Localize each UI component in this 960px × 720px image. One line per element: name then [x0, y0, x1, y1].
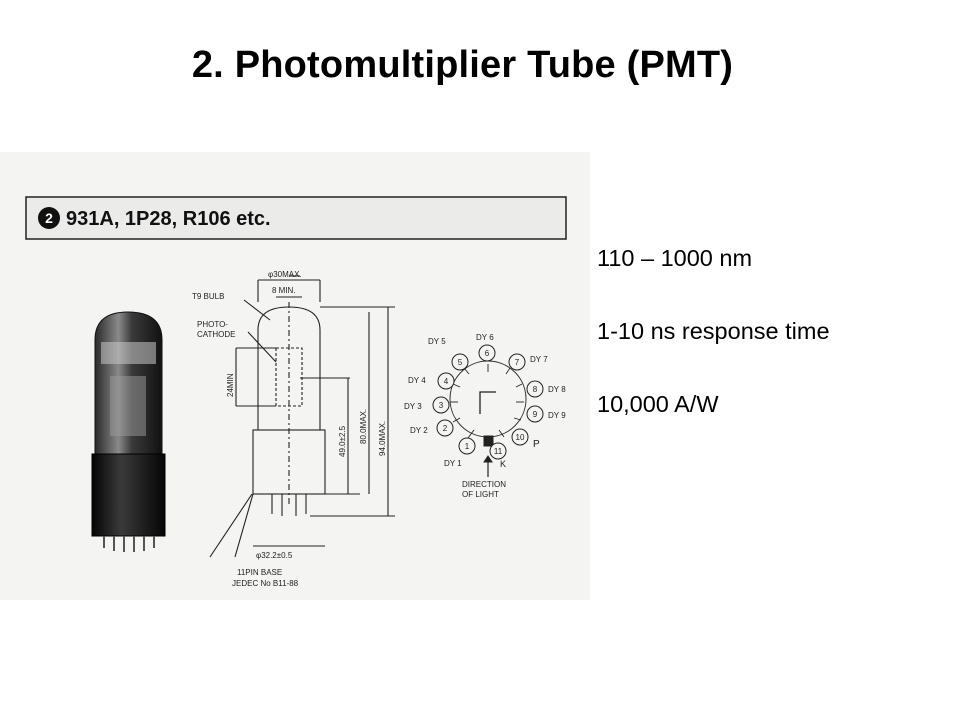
label-dy7: DY 7 — [530, 355, 548, 364]
label-dy1: DY 1 — [444, 459, 462, 468]
tube-outline — [209, 275, 395, 558]
pin-number: 3 — [439, 401, 444, 410]
label-dia-top: φ30MAX. — [268, 270, 302, 279]
label-dy6: DY 6 — [476, 333, 494, 342]
label-dy5: DY 5 — [428, 337, 446, 346]
pmt-datasheet-figure: 2 931A, 1P28, R106 etc. — [0, 152, 590, 600]
pin-1 — [458, 437, 476, 455]
header-text: 931A, 1P28, R106 etc. — [66, 208, 271, 230]
pin-number: 10 — [516, 433, 525, 442]
pin-number: 6 — [485, 349, 490, 358]
label-p: P — [533, 439, 540, 450]
label-length-1: 49.0±2.5 — [338, 425, 347, 457]
pin-number: 2 — [443, 424, 448, 433]
label-base-1: 11PIN BASE — [237, 568, 282, 577]
label-photocathode-2: CATHODE — [197, 330, 236, 339]
pmt-photo — [91, 311, 166, 552]
pin-4 — [437, 372, 455, 390]
pin-number: 7 — [515, 358, 520, 367]
label-dy8: DY 8 — [548, 385, 566, 394]
pin-8 — [526, 380, 544, 398]
pin-numbers: 1 2 3 4 5 6 7 8 9 10 11 — [439, 349, 538, 456]
label-light-1: DIRECTION — [462, 480, 506, 489]
label-base-2: JEDEC No B11-88 — [232, 579, 299, 588]
label-length-3: 94.0MAX. — [378, 421, 387, 456]
pin-7 — [508, 353, 526, 371]
pin-3 — [432, 396, 450, 414]
pin-number: 4 — [444, 377, 449, 386]
pin-number: 9 — [533, 410, 538, 419]
pin-6 — [478, 344, 496, 362]
spec-wavelength-range: 110 – 1000 nm — [597, 245, 753, 271]
pmt-drawing: 2 931A, 1P28, R106 etc. — [25, 196, 567, 588]
label-photocathode-1: PHOTO- — [197, 320, 228, 329]
header-number: 2 — [45, 210, 53, 226]
label-dy4: DY 4 — [408, 376, 426, 385]
label-k: K — [500, 459, 506, 469]
label-light-2: OF LIGHT — [462, 490, 499, 499]
label-min-width: 8 MIN. — [272, 286, 296, 295]
pin-5 — [451, 353, 469, 371]
pin-11 — [489, 442, 507, 460]
pin-2 — [436, 419, 454, 437]
slide-title: 2. Photomultiplier Tube (PMT) — [191, 44, 734, 86]
pin-number: 8 — [533, 385, 538, 394]
pin-number: 11 — [494, 447, 503, 456]
label-bulb: T9 BULB — [192, 292, 224, 301]
label-dia-base: φ32.2±0.5 — [256, 551, 293, 560]
spec-responsivity: 10,000 A/W — [597, 391, 719, 417]
header-number-badge — [38, 207, 60, 229]
label-dy3: DY 3 — [404, 402, 422, 411]
label-dy9: DY 9 — [548, 411, 566, 420]
pin-number: 1 — [465, 442, 470, 451]
pin-number: 5 — [458, 358, 463, 367]
pin-10 — [511, 428, 529, 446]
pin-diagram — [432, 344, 544, 477]
header-box — [25, 196, 567, 240]
spec-response-time: 1-10 ns response time — [597, 318, 830, 344]
label-length-2: 80.0MAX. — [359, 409, 368, 444]
label-dy2: DY 2 — [410, 426, 428, 435]
label-cathode-height: 24MIN — [226, 373, 235, 397]
pin-9 — [526, 405, 544, 423]
